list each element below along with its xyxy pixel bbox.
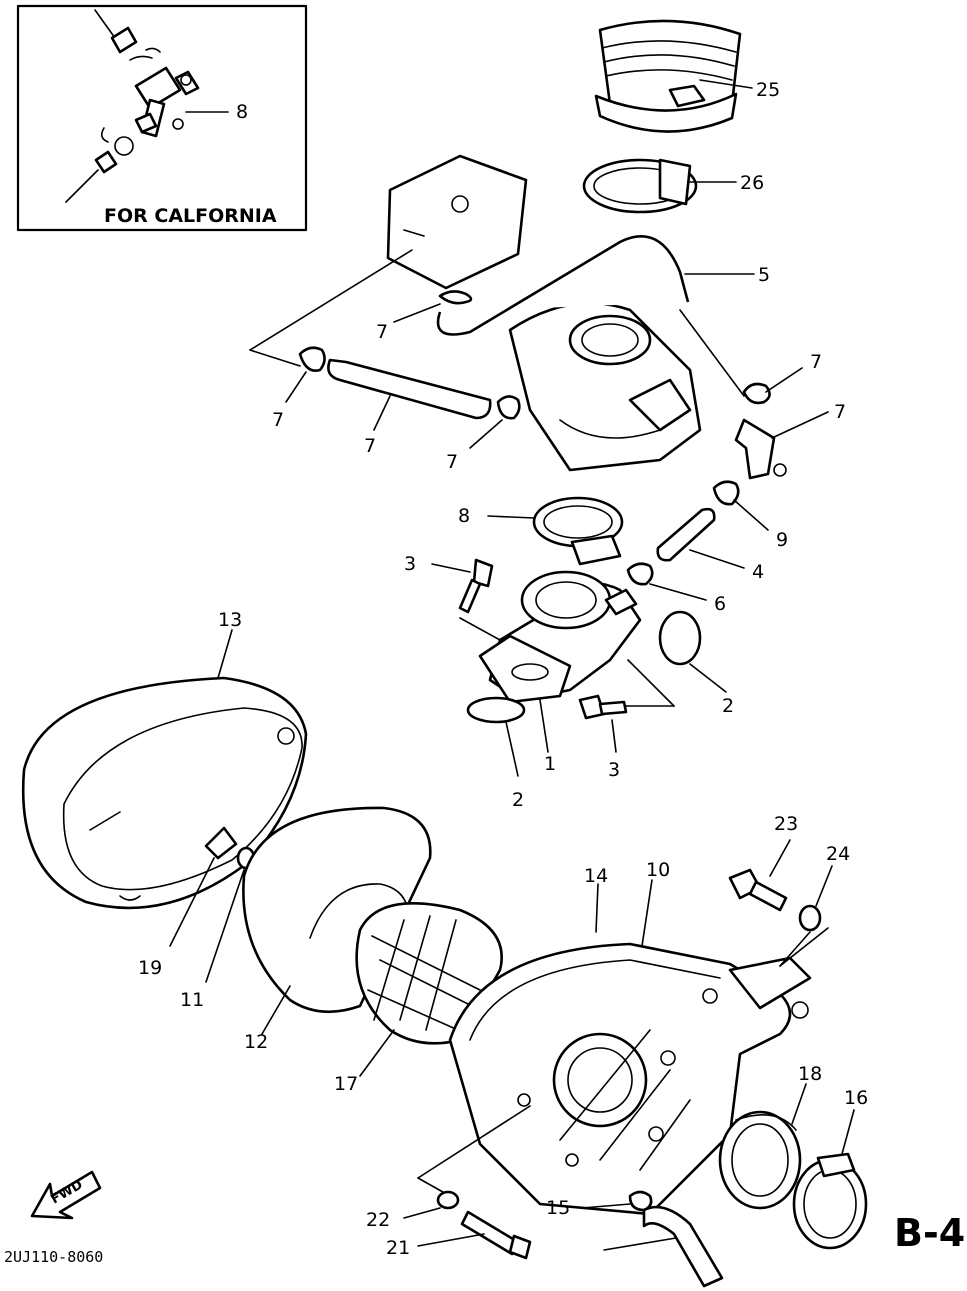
callout-16: 22 <box>366 1209 390 1231</box>
carb-top-cover <box>386 154 528 290</box>
inset-hose-lower <box>65 127 134 203</box>
callout-1: 1 <box>544 753 556 775</box>
part-22-clip <box>628 1190 653 1212</box>
part-25-joint <box>594 19 742 133</box>
callout-3-lower: 3 <box>608 759 620 781</box>
callout-23: 23 <box>774 813 798 835</box>
bracket-23-24-left <box>779 931 811 967</box>
clip-7-lower <box>626 562 654 586</box>
part-24-washer <box>798 904 822 932</box>
part-1-manifold <box>478 570 642 704</box>
carburetor-body <box>386 154 702 472</box>
bracket-16-upper <box>417 1105 531 1179</box>
callout-2-left: 2 <box>512 789 524 811</box>
fwd-arrow: FWD <box>30 1170 102 1220</box>
inset-title: FOR CALFORNIA <box>104 205 277 227</box>
callout-9: 7 <box>364 435 376 457</box>
diagram-code: 2UJ110-8060 <box>4 1248 103 1266</box>
callout-15: 21 <box>386 1237 410 1259</box>
inset-callout-8: 8 <box>236 101 248 123</box>
part-3-bolt-lower-shank <box>598 700 628 716</box>
part-11-element <box>242 806 432 1014</box>
inset-frame <box>16 4 308 232</box>
part-18-clamp <box>792 1152 868 1250</box>
clip-7-top <box>438 290 473 305</box>
callout-14: 14 <box>584 865 608 887</box>
callout-4: 8 <box>458 505 470 527</box>
callout-17: 18 <box>798 1063 822 1085</box>
callout-7-lower: 6 <box>714 593 726 615</box>
bracket-1-right <box>627 659 675 707</box>
callout-3-upper: 3 <box>404 553 416 575</box>
part-15-bolt-shank <box>460 1210 520 1256</box>
callout-25: 25 <box>756 79 780 101</box>
bracket-1-left <box>459 617 501 641</box>
leader-25 <box>699 79 753 89</box>
callout-2-right: 2 <box>722 695 734 717</box>
inset-joint-8 <box>134 66 200 138</box>
part-3-bolt-shank <box>458 578 482 614</box>
part-14-10-airbox <box>448 942 812 1216</box>
callout-7-center: 7 <box>446 451 458 473</box>
clip-7-center <box>496 395 521 420</box>
callout-5: 5 <box>758 264 770 286</box>
part-2-oring-right <box>658 610 702 666</box>
callout-22: 15 <box>546 1197 570 1219</box>
bracket-23-24-right <box>779 927 829 967</box>
part-5-hose <box>436 235 690 336</box>
part-20-clip <box>204 826 238 860</box>
part-13-cover <box>21 676 308 910</box>
part-9-hose <box>327 358 492 420</box>
callout-11: 12 <box>244 1031 268 1053</box>
callout-8: 7 <box>834 401 846 423</box>
part-6-hose <box>656 507 716 562</box>
callout-18: 16 <box>844 1087 868 1109</box>
callout-12: 17 <box>334 1073 358 1095</box>
inset-hose-upper <box>94 9 161 61</box>
part-17-joint <box>718 1110 802 1210</box>
part-21-hose <box>642 1205 724 1288</box>
clip-7-right-upper <box>742 382 771 405</box>
callout-10: 10 <box>646 859 670 881</box>
part-26-clamp <box>582 158 698 214</box>
callout-7-top: 7 <box>376 321 388 343</box>
page-id: B-4 <box>894 1211 965 1255</box>
callout-7-left: 7 <box>272 409 284 431</box>
part-15-bolt-head <box>508 1234 532 1260</box>
bracket-upper <box>249 249 413 351</box>
clip-7-right-lower <box>712 480 740 506</box>
callout-7-right-upper: 7 <box>810 351 822 373</box>
callout-20: 19 <box>138 957 162 979</box>
part-3-bolt-head <box>472 558 494 588</box>
part-2-oring-left <box>466 696 526 724</box>
california-inset: 8 FOR CALFORNIA <box>16 4 308 232</box>
part-23-bolt-shank <box>748 880 788 912</box>
clip-7-left <box>298 346 326 372</box>
callout-13: 13 <box>218 609 242 631</box>
part-16-washer <box>436 1190 460 1210</box>
callout-6: 4 <box>752 561 764 583</box>
callout-7-right-lower: 9 <box>776 529 788 551</box>
part-8-joint <box>734 418 776 480</box>
callout-24: 24 <box>826 843 850 865</box>
callout-26: 26 <box>740 172 764 194</box>
part-4-clamp <box>532 496 624 566</box>
callout-19: 11 <box>180 989 204 1011</box>
bracket-lower <box>249 349 301 367</box>
